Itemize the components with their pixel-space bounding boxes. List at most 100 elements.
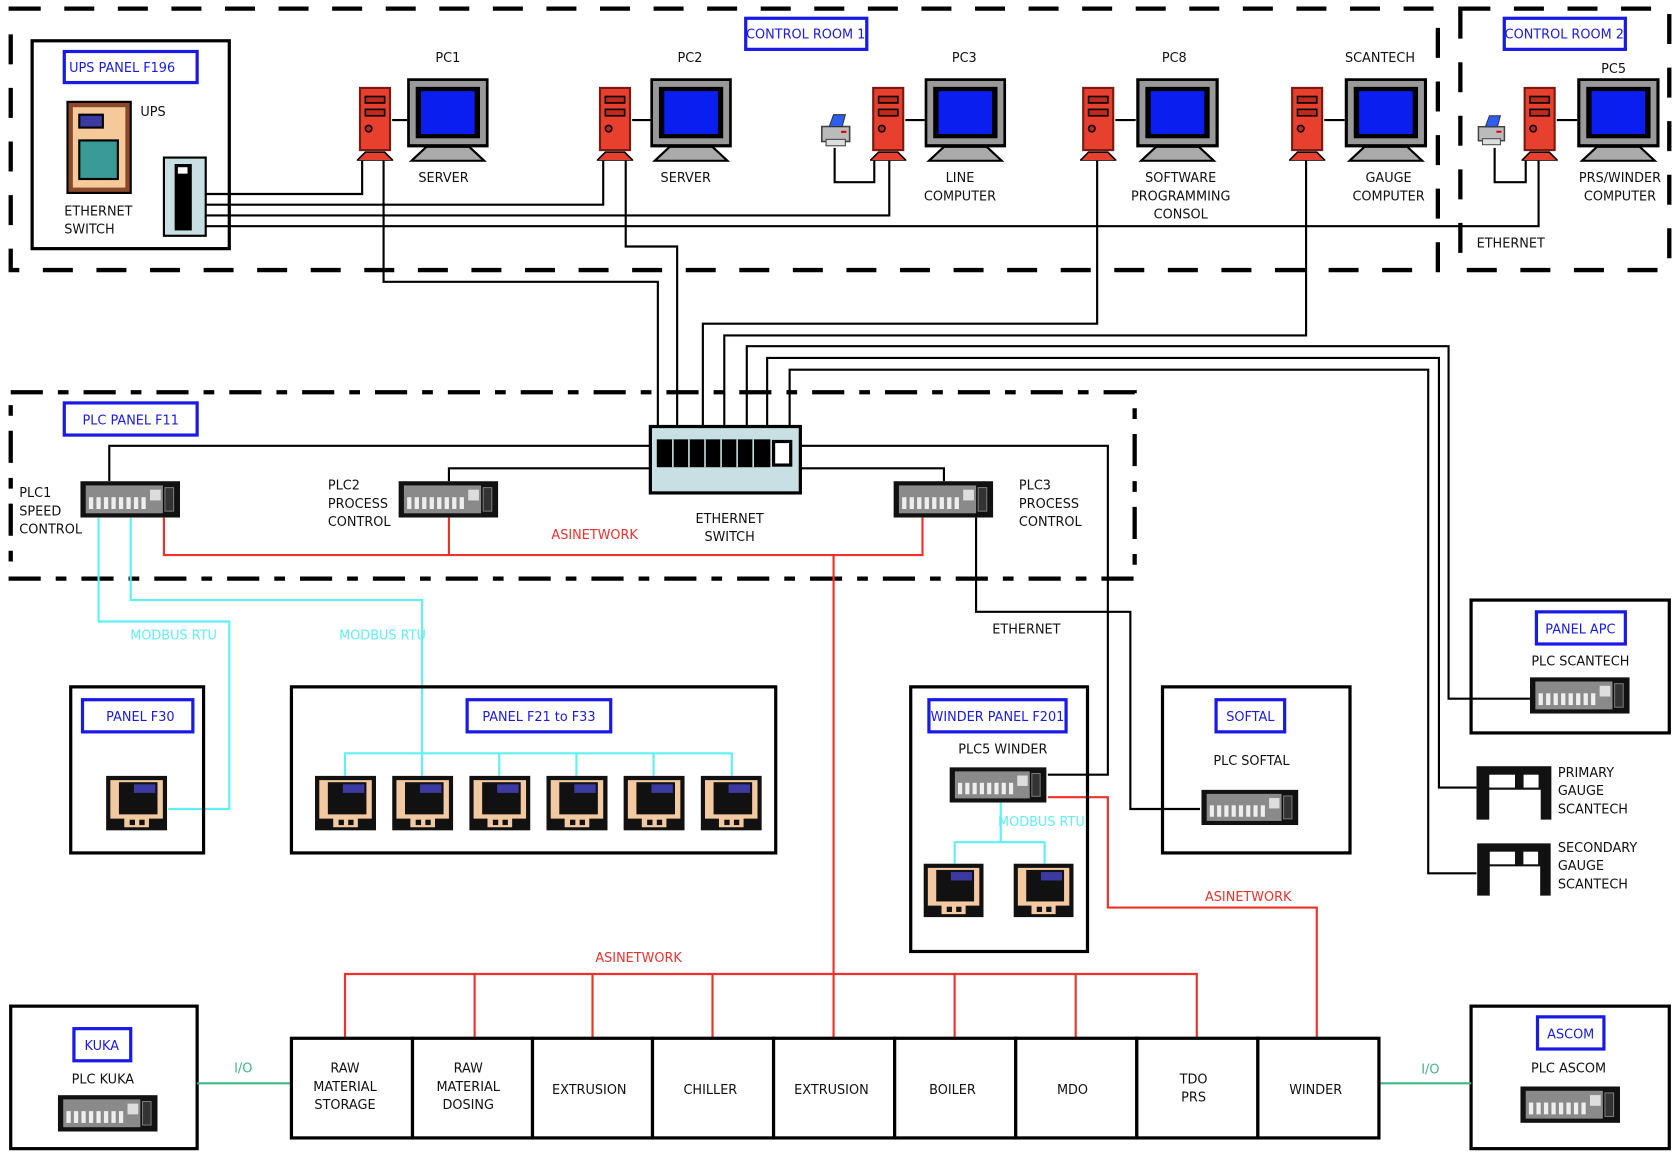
process-section-tdo-prs xyxy=(1135,1036,1260,1140)
primary-gauge-label-3: SCANTECH xyxy=(1558,802,1628,817)
panel-f30-title: PANEL F30 xyxy=(106,710,174,725)
ups-panel xyxy=(30,39,231,251)
process-label: MATERIAL xyxy=(436,1080,500,1095)
pc1[interactable]: PC1 SERVER xyxy=(356,51,489,186)
panel-apc-title: PANEL APC xyxy=(1545,622,1615,637)
process-label: DOSING xyxy=(442,1098,494,1113)
asinetwork-label-winder: ASINETWORK xyxy=(1205,890,1292,905)
softal-panel xyxy=(1160,685,1352,855)
modbus-label-winder: MODBUS RTU xyxy=(998,815,1085,830)
printer-line-pc5 xyxy=(1493,147,1527,184)
process-section-extrusion-2 xyxy=(771,1036,897,1140)
pc-role-2: PROGRAMMING xyxy=(1131,189,1230,204)
pc2[interactable]: PC2 SERVER xyxy=(596,51,732,186)
ethernet-line-plc5 xyxy=(800,444,1109,776)
process-label: TDO xyxy=(1179,1072,1208,1087)
drive-icon xyxy=(469,775,531,831)
pc-name: SCANTECH xyxy=(1345,51,1415,66)
process-section-extrusion-1 xyxy=(530,1036,655,1140)
asinetwork-plc-line xyxy=(162,517,924,557)
pc-role: SERVER xyxy=(418,171,468,186)
plc-ascom-icon xyxy=(1520,1086,1620,1123)
pc-name: PC3 xyxy=(952,51,977,66)
monitor-icon xyxy=(407,78,489,162)
plc-panel-f11-zone xyxy=(8,390,1137,581)
control-room-2-zone xyxy=(1458,6,1672,273)
asinetwork-label-bus: ASINETWORK xyxy=(595,951,682,966)
ups-label: UPS xyxy=(140,105,165,120)
pc-role-1: SOFTWARE xyxy=(1145,171,1216,186)
ups-icon xyxy=(66,100,132,195)
pc3[interactable]: PC3 LINE COMPUTER xyxy=(820,51,1007,204)
asinetwork-drops xyxy=(473,974,1077,1039)
pc-role: SERVER xyxy=(661,171,711,186)
plc-scantech-icon xyxy=(1530,677,1630,714)
ethernet-line-plc-scantech xyxy=(745,345,1530,700)
pc-name: PC2 xyxy=(678,51,703,66)
pc-tower-icon xyxy=(1080,86,1117,161)
control-room-1-title: CONTROL ROOM 1 xyxy=(746,28,865,43)
ethernet-label-plc3: ETHERNET xyxy=(992,622,1060,637)
pc-tower-icon xyxy=(1288,86,1326,161)
softal-title: SOFTAL xyxy=(1226,710,1275,725)
monitor-icon xyxy=(1344,78,1428,162)
drive-icon xyxy=(623,775,685,831)
process-section-boiler xyxy=(893,1036,1018,1140)
ethernet-line-pc2-main xyxy=(624,160,679,427)
ethernet-line-pc1 xyxy=(205,160,364,196)
pc-role-2: COMPUTER xyxy=(1584,189,1656,204)
pc-role-1: PRS/WINDER xyxy=(1579,171,1661,186)
plc-scantech-label: PLC SCANTECH xyxy=(1531,654,1629,669)
control-room-1-label-box xyxy=(744,16,869,51)
ascom-panel xyxy=(1469,1004,1671,1151)
plc3-label-1: PLC3 xyxy=(1019,479,1051,494)
plc1-label-3: CONTROL xyxy=(19,523,83,538)
panel-f30-label-box xyxy=(80,698,195,734)
plc-ascom-label: PLC ASCOM xyxy=(1531,1062,1606,1077)
panel-f21-f33-label-box xyxy=(465,698,613,734)
ups-switch-label-1: ETHERNET xyxy=(64,204,132,219)
plc2-label-2: PROCESS xyxy=(328,497,388,512)
kuka-label-box xyxy=(72,1027,133,1063)
pc8[interactable]: PC8 SOFTWARE PROGRAMMING CONSOL xyxy=(1080,51,1230,223)
monitor-icon xyxy=(650,78,732,162)
pc-tower-icon xyxy=(870,86,907,161)
ethernet-line-pc8-main xyxy=(701,160,1099,427)
plc1-label-2: SPEED xyxy=(19,504,61,519)
pc-tower-icon xyxy=(356,86,394,161)
plc3-label-2: PROCESS xyxy=(1019,497,1079,512)
plc-softal-icon xyxy=(1200,789,1299,826)
modbus-label-2: MODBUS RTU xyxy=(339,629,426,644)
plc2-label-1: PLC2 xyxy=(328,479,360,494)
ethernet-line-scantech-main xyxy=(723,160,1308,427)
modbus-bus-winder xyxy=(953,841,1046,864)
ethernet-line-primary-gauge xyxy=(766,356,1477,789)
pc-role-3: CONSOL xyxy=(1154,208,1209,223)
pc-role-1: LINE xyxy=(946,171,975,186)
control-room-2-label-box xyxy=(1502,16,1627,51)
printer-icon xyxy=(820,113,851,147)
drive-icon xyxy=(392,775,454,831)
plc5-label: PLC5 WINDER xyxy=(958,742,1047,757)
ups-switch-label-2: SWITCH xyxy=(64,223,114,238)
ethernet-line-pc5 xyxy=(205,160,1540,228)
process-section-winder xyxy=(1256,1036,1381,1140)
winder-panel xyxy=(909,685,1090,954)
scantech-pc[interactable]: SCANTECH GAUGE COMPUTER xyxy=(1288,51,1428,204)
ethernet-line-pc3 xyxy=(205,160,891,217)
ethernet-line-plc2 xyxy=(447,467,651,482)
process-section-raw-material-dosing xyxy=(410,1036,535,1140)
plc1-label-1: PLC1 xyxy=(19,486,51,501)
plc-panel-f11-title: PLC PANEL F11 xyxy=(83,413,179,428)
process-label: PRS xyxy=(1181,1091,1206,1106)
process-label: RAW xyxy=(454,1062,483,1077)
pc5[interactable]: PC5 PRS/WINDER COMPUTER xyxy=(1477,62,1661,205)
panel-apc-label-box xyxy=(1534,610,1627,646)
drive-icon xyxy=(106,775,168,831)
ups-panel-title: UPS PANEL F196 xyxy=(69,61,175,76)
plc3-label-3: CONTROL xyxy=(1019,515,1083,530)
ethernet-line-plc1 xyxy=(108,444,651,482)
primary-gauge-icon xyxy=(1476,766,1552,820)
secondary-gauge-icon xyxy=(1477,843,1551,896)
drive-icon xyxy=(1013,863,1074,918)
